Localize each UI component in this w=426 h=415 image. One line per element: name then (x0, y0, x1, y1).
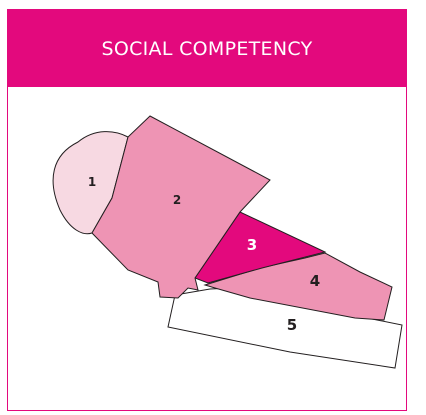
region-1 (52, 131, 129, 235)
title-bar: SOCIAL COMPETENCY (8, 10, 406, 87)
region-label-4: 4 (310, 272, 320, 290)
region-label-3: 3 (247, 236, 257, 254)
region-2 (91, 115, 271, 299)
diagram-title: SOCIAL COMPETENCY (101, 37, 313, 60)
region-label-5: 5 (287, 316, 297, 334)
region-label-1: 1 (88, 175, 96, 189)
region-label-2: 2 (173, 193, 181, 207)
